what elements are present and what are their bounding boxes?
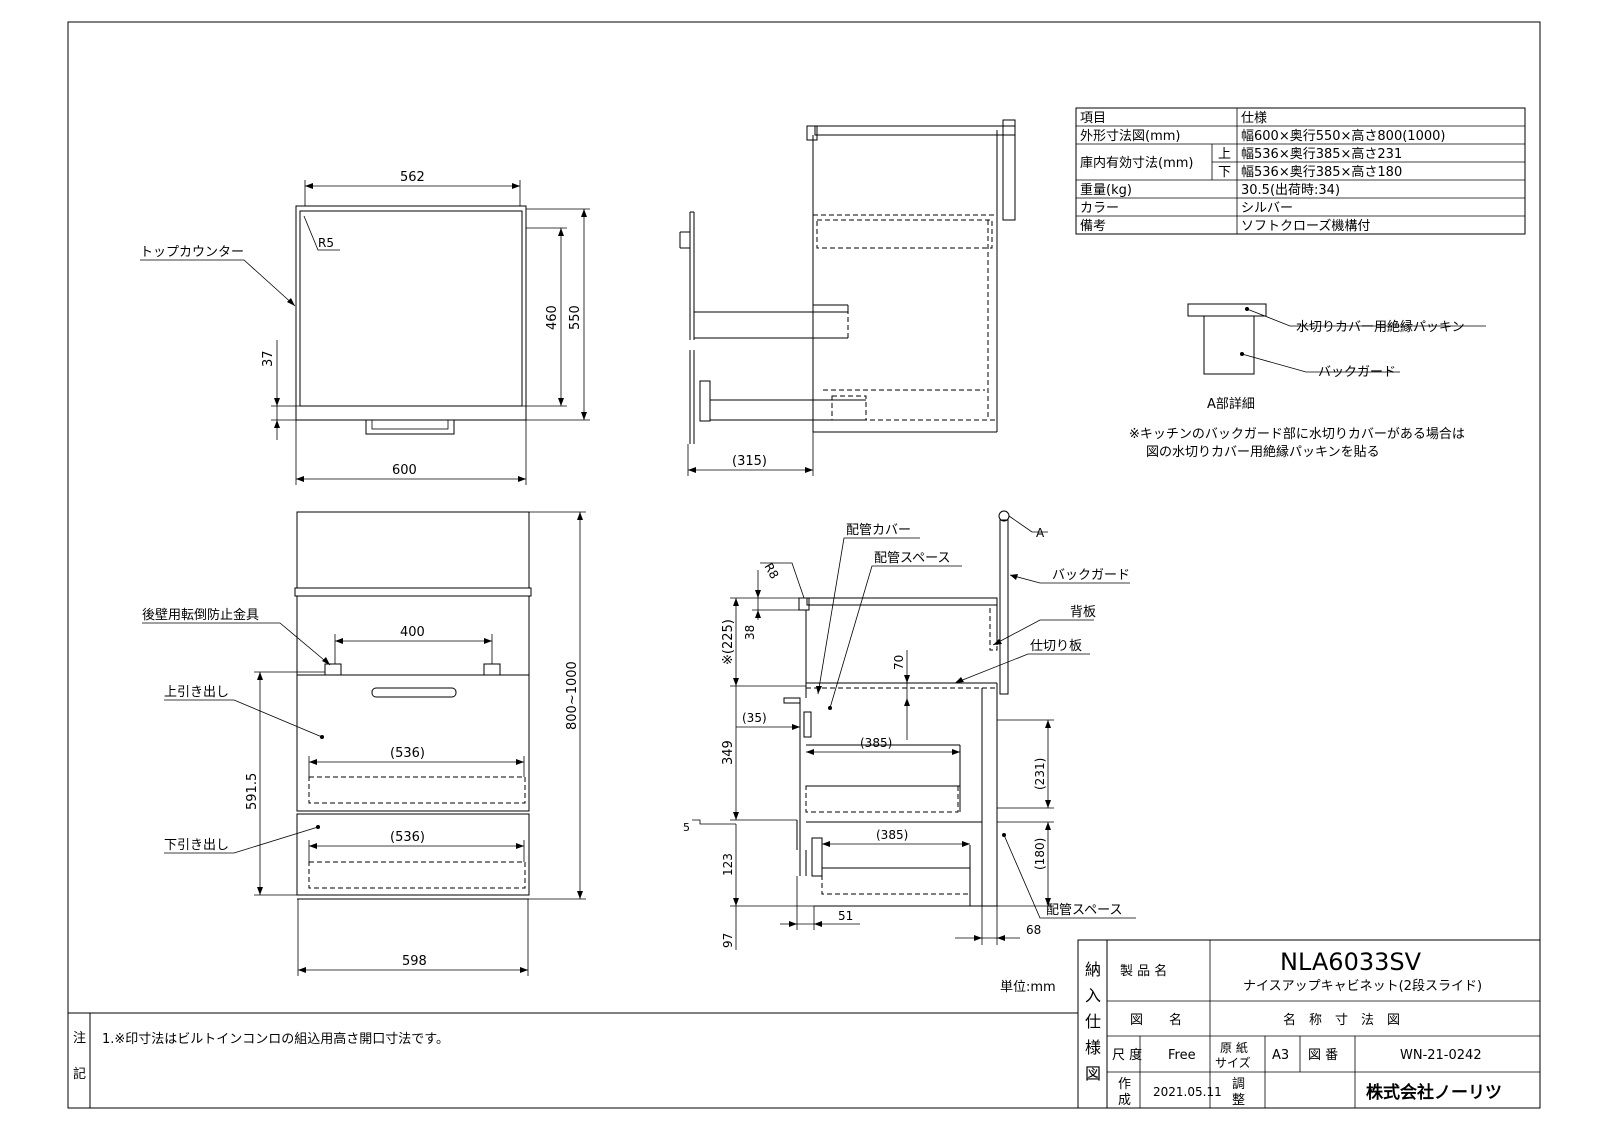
label-backboard: 背板 (1070, 605, 1096, 620)
dim-97: 97 (721, 933, 735, 948)
label-r8: R8 (761, 561, 781, 582)
label-lower-drawer: 下引き出し (164, 838, 229, 853)
notes-block: 注 記 1.※印寸法はビルトインコンロの組込用高さ開口寸法です。 (68, 1012, 1078, 1108)
title-side-5: 図 (1085, 1064, 1101, 1083)
dim-5: 5 (683, 821, 690, 834)
dim-315: (315) (732, 454, 767, 469)
label-pipe-space: 配管スペース (874, 551, 950, 566)
created-label-1: 作 (1118, 1077, 1131, 1092)
product-name: ナイスアップキャビネット(2段スライド) (1243, 979, 1482, 994)
front-view: 400 (536) (536) 591.5 800~1000 598 (142, 511, 586, 976)
spec-row1-value: 幅600×奥行550×高さ800(1000) (1241, 128, 1445, 144)
dim-385-lower: (385) (876, 828, 908, 842)
spec-row3-sub: 下 (1218, 165, 1231, 180)
spec-row2-item: 庫内有効寸法(mm) (1080, 155, 1193, 171)
detail-note2: 図の水切りカバー用絶縁パッキンを貼る (1146, 444, 1380, 460)
dim-231: (231) (1033, 758, 1047, 790)
dim-536-lower: (536) (390, 830, 425, 845)
dim-400: 400 (400, 625, 425, 640)
dim-38: 38 (743, 625, 757, 640)
top-view: 562 600 460 550 37 R5 トップカウンター (140, 170, 590, 485)
spec-row5-value: シルバー (1241, 201, 1293, 216)
section-view: ※(225) 38 70 (35) 349 (385) (231) 5 123 (683, 510, 1136, 950)
spec-row4-value: 30.5(出荷時:34) (1241, 183, 1340, 198)
dim-37: 37 (261, 350, 276, 367)
notes-heading-1: 注 (73, 1031, 86, 1046)
label-pipe-cover: 配管カバー (846, 523, 911, 538)
spec-row5-item: カラー (1080, 201, 1119, 216)
created-value: 2021.05.11 (1153, 1085, 1222, 1099)
dim-35: (35) (742, 711, 767, 725)
sheet-border (67, 21, 1541, 1109)
title-block: 納 入 仕 様 図 製 品 名 NLA6033SV ナイスアップキャビネット(2… (1077, 939, 1541, 1109)
dim-562: 562 (400, 170, 425, 185)
spec-row4-item: 重量(kg) (1080, 182, 1132, 198)
spec-row3-value: 幅536×奥行385×高さ180 (1241, 164, 1402, 180)
title-side-4: 様 (1085, 1038, 1101, 1057)
detail-note1: ※キッチンのバックガード部に水切りカバーがある場合は (1129, 427, 1465, 442)
label-r5: R5 (318, 236, 334, 250)
dim-385-upper: (385) (860, 736, 892, 750)
number-value: WN-21-0242 (1400, 1048, 1482, 1063)
dim-180: (180) (1033, 838, 1047, 870)
drawing-name: 名 称 寸 法 図 (1283, 1012, 1400, 1028)
check-label-2: 整 (1232, 1093, 1245, 1108)
paper-label-1: 原 紙 (1220, 1040, 1248, 1055)
dim-600: 600 (392, 463, 417, 478)
dim-70: 70 (892, 655, 906, 670)
label-top-counter: トップカウンター (140, 245, 244, 260)
dim-51: 51 (838, 909, 853, 923)
label-upper-drawer: 上引き出し (164, 685, 229, 700)
detail-label-backguard: バックガード (1318, 365, 1396, 380)
check-label-1: 調 (1232, 1077, 1245, 1092)
dim-550: 550 (568, 305, 583, 330)
label-backguard: バックガード (1052, 568, 1130, 583)
paper-value: A3 (1272, 1048, 1289, 1063)
scale-value: Free (1168, 1048, 1196, 1063)
scale-label: 尺 度 (1112, 1047, 1142, 1063)
created-label-2: 成 (1118, 1093, 1131, 1108)
spec-row6-item: 備考 (1080, 218, 1106, 234)
dim-349: 349 (721, 740, 736, 765)
label-partition: 仕切り板 (1030, 639, 1082, 654)
detail-label-packing: 水切りカバー用絶縁パッキン (1296, 319, 1465, 335)
drawing-label: 図 名 (1130, 1012, 1182, 1028)
number-label: 図 番 (1308, 1048, 1338, 1063)
spec-row2-sub: 上 (1218, 147, 1231, 162)
dim-800-1000: 800~1000 (565, 661, 580, 730)
dim-460: 460 (545, 305, 560, 330)
dim-123: 123 (721, 853, 735, 876)
paper-label-2: サイズ (1215, 1055, 1251, 1070)
notes-heading-2: 記 (73, 1066, 86, 1082)
title-side-2: 入 (1085, 986, 1101, 1005)
dim-591-5: 591.5 (245, 773, 260, 810)
product-label: 製 品 名 (1120, 963, 1167, 979)
notes-text: 1.※印寸法はビルトインコンロの組込用高さ開口寸法です。 (102, 1031, 449, 1047)
label-a: A (1036, 526, 1045, 540)
dim-68: 68 (1026, 923, 1041, 937)
spec-row1-item: 外形寸法図(mm) (1080, 129, 1180, 144)
product-code: NLA6033SV (1280, 948, 1422, 976)
dim-225: ※(225) (721, 619, 736, 665)
label-bracket: 後壁用転倒防止金具 (142, 607, 259, 623)
unit-label: 単位:mm (1000, 979, 1056, 995)
spec-row2-value: 幅536×奥行385×高さ231 (1241, 146, 1402, 162)
spec-row0-item: 項目 (1080, 111, 1106, 126)
spec-row0-value: 仕様 (1241, 111, 1267, 126)
label-pipe-space-2: 配管スペース (1046, 903, 1122, 918)
title-side-3: 仕 (1085, 1012, 1101, 1031)
dim-598: 598 (402, 954, 427, 969)
detail-a: 水切りカバー用絶縁パッキン バックガード A部詳細 ※キッチンのバックガード部に… (1129, 303, 1486, 460)
spec-table: 項目 仕様 外形寸法図(mm) 幅600×奥行550×高さ800(1000) 庫… (1075, 107, 1526, 235)
detail-title: A部詳細 (1207, 396, 1255, 412)
side-view: (315) (679, 119, 1016, 476)
company-logo: 株式会社ノーリツ (1366, 1082, 1502, 1103)
title-side-1: 納 (1085, 960, 1101, 979)
spec-row6-value: ソフトクローズ機構付 (1241, 218, 1370, 234)
dim-536-upper: (536) (390, 746, 425, 761)
